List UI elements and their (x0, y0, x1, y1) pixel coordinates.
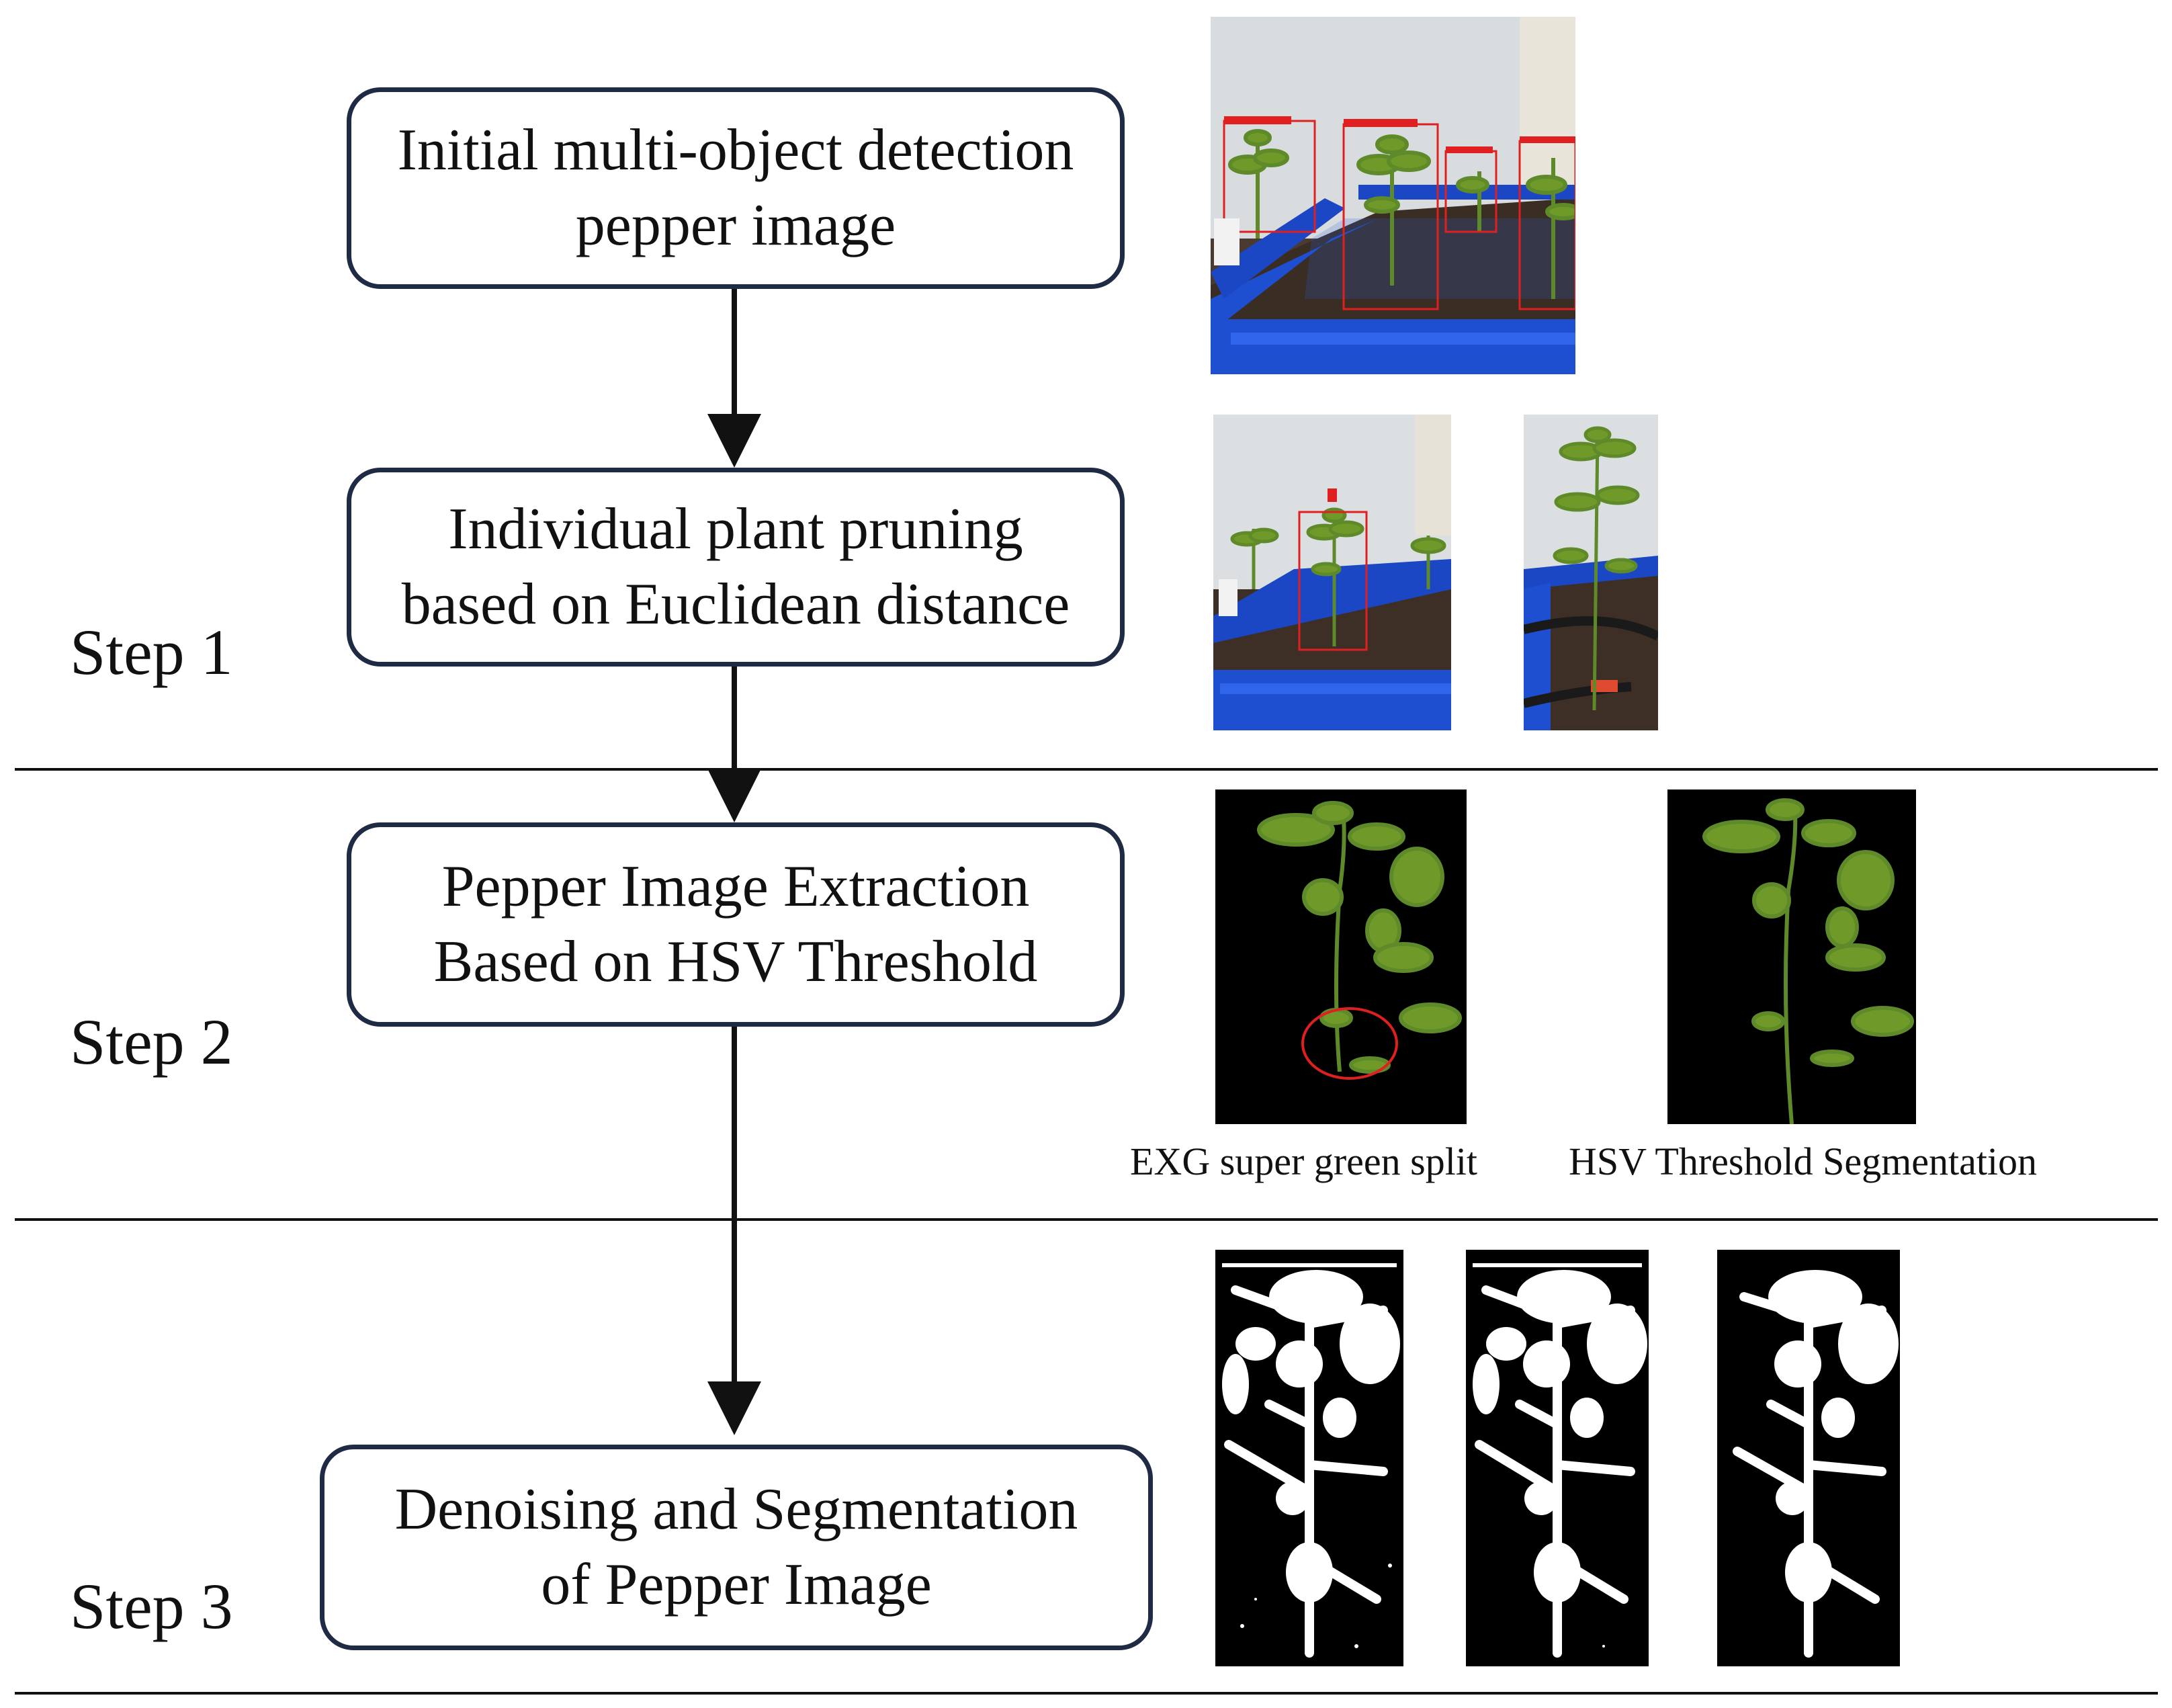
binary-mask-raw (1215, 1250, 1403, 1666)
exg-segmentation-image (1215, 789, 1467, 1124)
hsv-caption: HSV Threshold Segmentation (1569, 1140, 2038, 1183)
step-3-label: Step 3 (70, 1570, 233, 1642)
box-hsv-extraction-line1: Pepper Image Extraction (441, 854, 1030, 919)
box-denoising-segmentation-line1: Denoising and Segmentation (394, 1477, 1078, 1542)
step-1-label: Step 1 (70, 616, 233, 688)
step-2-label: Step 2 (70, 1006, 233, 1078)
box-individual-pruning-line2: based on Euclidean distance (401, 572, 1070, 637)
box-initial-detection: Initial multi-object detection pepper im… (347, 87, 1125, 289)
multi-object-detection-photo (1211, 17, 1575, 374)
box-individual-pruning: Individual plant pruning based on Euclid… (347, 468, 1125, 667)
box-hsv-extraction-line2: Based on HSV Threshold (433, 929, 1038, 994)
exg-caption: EXG super green split (1130, 1140, 1478, 1183)
box-denoising-segmentation-line2: of Pepper Image (541, 1552, 932, 1617)
binary-mask-denoised (1717, 1250, 1900, 1666)
individual-plant-detection-photo (1213, 415, 1451, 730)
hsv-segmentation-image (1667, 789, 1916, 1124)
divider-step2 (15, 1218, 2158, 1221)
box-initial-detection-line2: pepper image (575, 193, 896, 258)
divider-step3 (15, 1692, 2158, 1695)
box-individual-pruning-line1: Individual plant pruning (448, 497, 1023, 562)
cropped-plant-photo (1524, 415, 1658, 730)
box-denoising-segmentation: Denoising and Segmentation of Pepper Ima… (320, 1445, 1153, 1650)
divider-step1 (15, 768, 2158, 771)
binary-mask-filtered (1466, 1250, 1649, 1666)
box-initial-detection-line1: Initial multi-object detection (397, 118, 1074, 183)
box-hsv-extraction: Pepper Image Extraction Based on HSV Thr… (347, 822, 1125, 1027)
